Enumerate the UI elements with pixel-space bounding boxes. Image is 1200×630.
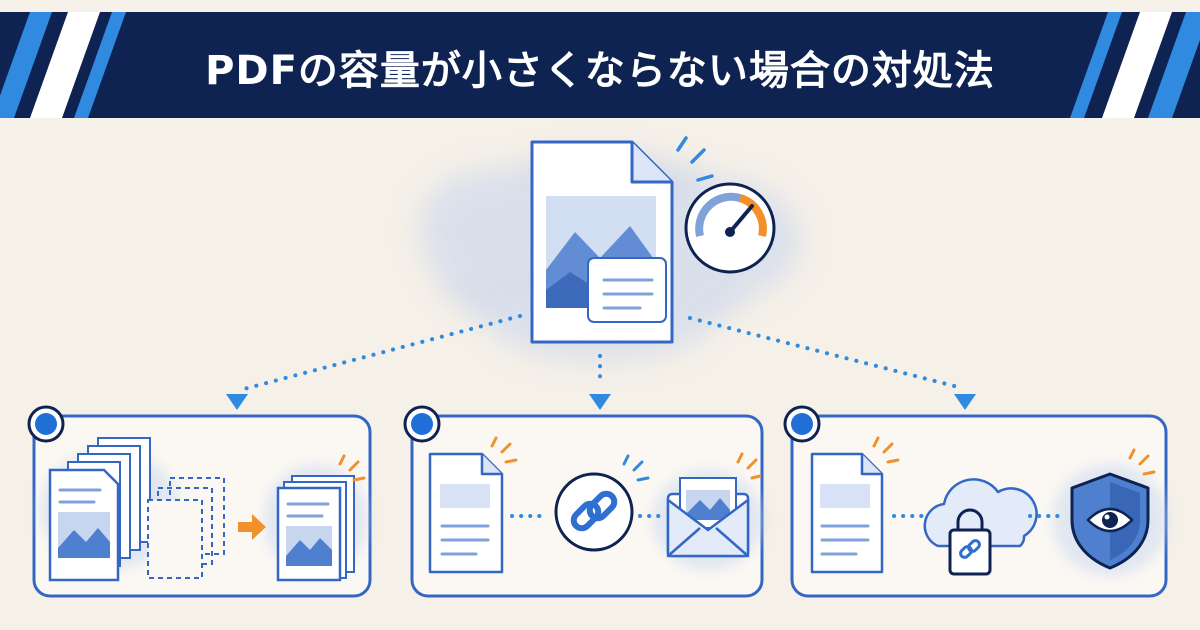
document-stack-icon (48, 437, 225, 582)
panel-share-link (403, 405, 764, 598)
banner-background (0, 0, 1200, 120)
compressed-document-icon (276, 475, 355, 582)
sparkle-accent (338, 454, 366, 482)
connector-center (589, 354, 611, 410)
sparkle-accent (736, 452, 762, 480)
page-title: PDFの容量が小さくならない場合の対処法 (205, 48, 995, 94)
badge-dot (783, 405, 821, 443)
arrow-right-icon (238, 514, 266, 540)
pdf-document-icon (530, 140, 674, 344)
cloud-lock-icon (923, 478, 1038, 576)
panel-reduce-images (27, 405, 372, 598)
panel-cloud-security (783, 405, 1168, 598)
speed-gauge-icon (684, 182, 776, 274)
sparkle-accent (872, 436, 900, 464)
arrow-down-icon (589, 394, 611, 410)
sparkle-accent (676, 136, 714, 182)
envelope-icon (666, 477, 750, 558)
connector-left (226, 314, 522, 410)
document-icon (428, 452, 504, 574)
sparkle-accent (1128, 448, 1156, 476)
sparkle-accent (490, 436, 518, 464)
header-banner: PDFの容量が小さくならない場合の対処法 (0, 0, 1200, 120)
badge-dot (403, 405, 441, 443)
arrow-down-icon (226, 394, 248, 410)
arrow-down-icon (954, 394, 976, 410)
link-icon (554, 472, 634, 552)
document-icon (810, 452, 884, 574)
connector-right (688, 316, 976, 410)
shield-eye-icon (1070, 472, 1150, 570)
sparkle-accent (622, 454, 650, 482)
badge-dot (27, 405, 65, 443)
